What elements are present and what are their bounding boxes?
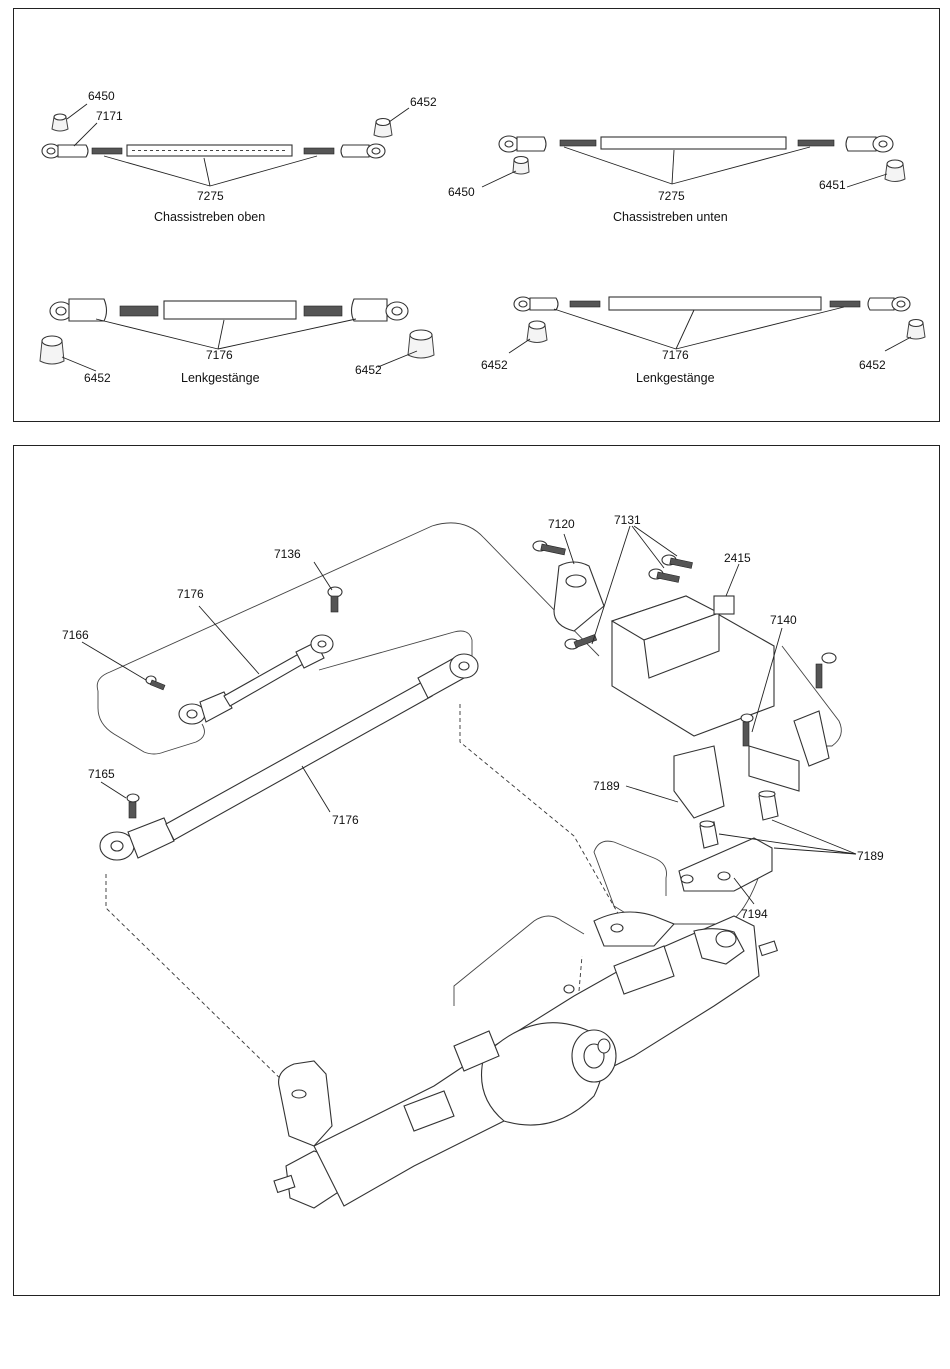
label-6451: 6451 bbox=[819, 178, 846, 192]
rod-7176-left bbox=[164, 301, 296, 319]
rod-end-left bbox=[42, 144, 88, 158]
dashed-guide-mid-to-axle bbox=[579, 956, 582, 991]
threaded-insert-right bbox=[798, 140, 834, 146]
screw-7140-right bbox=[816, 653, 836, 688]
label-7120: 7120 bbox=[548, 517, 575, 531]
screw-7166 bbox=[146, 676, 165, 690]
threaded-insert-left bbox=[560, 140, 596, 146]
label-6452-steer-left-a: 6452 bbox=[84, 371, 111, 385]
label-6452-steer-left-b: 6452 bbox=[355, 363, 382, 377]
parts-overview-panel: 6450 7171 6452 7275 Chassistreben oben bbox=[13, 8, 940, 422]
rod-7275-lower bbox=[601, 137, 786, 149]
label-7275-lower: 7275 bbox=[658, 189, 685, 203]
label-6450-lower: 6450 bbox=[448, 185, 475, 199]
rod-end-right bbox=[846, 136, 893, 152]
label-7136: 7136 bbox=[274, 547, 301, 561]
label-7189-right: 7189 bbox=[857, 849, 884, 863]
label-7189-left: 7189 bbox=[593, 779, 620, 793]
spacer-7189-right bbox=[759, 791, 778, 820]
guide-outline-axle bbox=[454, 916, 584, 1006]
rod-end-right bbox=[868, 297, 910, 311]
label-7176-lower: 7176 bbox=[332, 813, 359, 827]
label-7131: 7131 bbox=[614, 513, 641, 527]
caption-upper-chassis-link: Chassistreben oben bbox=[154, 210, 265, 224]
lower-chassis-link-assembly: 6450 7275 6451 Chassistreben unten bbox=[448, 136, 905, 224]
label-7194: 7194 bbox=[741, 907, 768, 921]
ball-end-6452-left bbox=[40, 336, 64, 364]
threaded-insert-left bbox=[92, 148, 122, 154]
rod-end-left bbox=[514, 297, 558, 311]
exploded-assembly-panel: 7120 7131 2415 7140 7136 7176 7166 7165 … bbox=[13, 445, 940, 1296]
ball-end-6450 bbox=[52, 114, 68, 131]
caption-steering-link-right: Lenkgestänge bbox=[636, 371, 715, 385]
mount-7194 bbox=[679, 838, 772, 891]
label-7275-upper: 7275 bbox=[197, 189, 224, 203]
threaded-insert-right bbox=[304, 306, 342, 316]
rod-end-left bbox=[499, 136, 546, 152]
rod-end-right bbox=[352, 299, 409, 321]
servo-mount-left bbox=[674, 746, 724, 818]
label-7166: 7166 bbox=[62, 628, 89, 642]
ball-end-6451 bbox=[885, 160, 905, 182]
servo-mount-right bbox=[749, 711, 829, 791]
ball-end-6452-right bbox=[408, 330, 434, 358]
axle-housing bbox=[274, 912, 777, 1208]
dashed-link-to-axle-left bbox=[106, 874, 300, 1098]
parts-overview-drawing: 6450 7171 6452 7275 Chassistreben oben bbox=[14, 9, 941, 423]
label-7171: 7171 bbox=[96, 109, 123, 123]
label-7176-steer-right: 7176 bbox=[662, 348, 689, 362]
label-7165: 7165 bbox=[88, 767, 115, 781]
threaded-insert-left bbox=[120, 306, 158, 316]
screw-7165 bbox=[127, 794, 139, 818]
screw-7136 bbox=[328, 587, 342, 612]
label-6452-steer-right-b: 6452 bbox=[859, 358, 886, 372]
ball-end-6452-right-b bbox=[907, 320, 925, 340]
caption-lower-chassis-link: Chassistreben unten bbox=[613, 210, 728, 224]
steering-link-right-assembly: 6452 7176 6452 Lenkgestänge bbox=[481, 297, 925, 385]
label-6450-upper: 6450 bbox=[88, 89, 115, 103]
rod-7275-upper bbox=[127, 145, 292, 156]
label-6452-steer-right-a: 6452 bbox=[481, 358, 508, 372]
threaded-insert-right bbox=[830, 301, 860, 307]
label-7176-steer-left: 7176 bbox=[206, 348, 233, 362]
caption-steering-link-left: Lenkgestänge bbox=[181, 371, 260, 385]
exploded-assembly-drawing: 7120 7131 2415 7140 7136 7176 7166 7165 … bbox=[14, 446, 941, 1297]
screw-7120 bbox=[533, 541, 565, 555]
label-7176-upper: 7176 bbox=[177, 587, 204, 601]
screw-7140-center bbox=[741, 714, 753, 746]
label-7140: 7140 bbox=[770, 613, 797, 627]
guide-outline-mount bbox=[594, 841, 667, 914]
dashed-link-to-axle-mid bbox=[460, 704, 624, 924]
upper-steering-link-7176 bbox=[179, 635, 333, 724]
threaded-insert-left bbox=[570, 301, 600, 307]
threaded-insert-right bbox=[304, 148, 334, 154]
label-6452-upper: 6452 bbox=[410, 95, 437, 109]
upper-chassis-link-assembly: 6450 7171 6452 7275 Chassistreben oben bbox=[42, 89, 437, 224]
label-2415: 2415 bbox=[724, 551, 751, 565]
rod-end-right bbox=[341, 144, 385, 158]
servo-horn-7120 bbox=[554, 562, 604, 631]
rod-end-left bbox=[50, 299, 107, 321]
steering-link-left-assembly: 6452 7176 6452 Lenkgestänge bbox=[40, 299, 434, 385]
guide-outline-upper-link bbox=[97, 523, 599, 691]
spacer-7189-left bbox=[700, 821, 718, 848]
rod-7176-right bbox=[609, 297, 821, 310]
